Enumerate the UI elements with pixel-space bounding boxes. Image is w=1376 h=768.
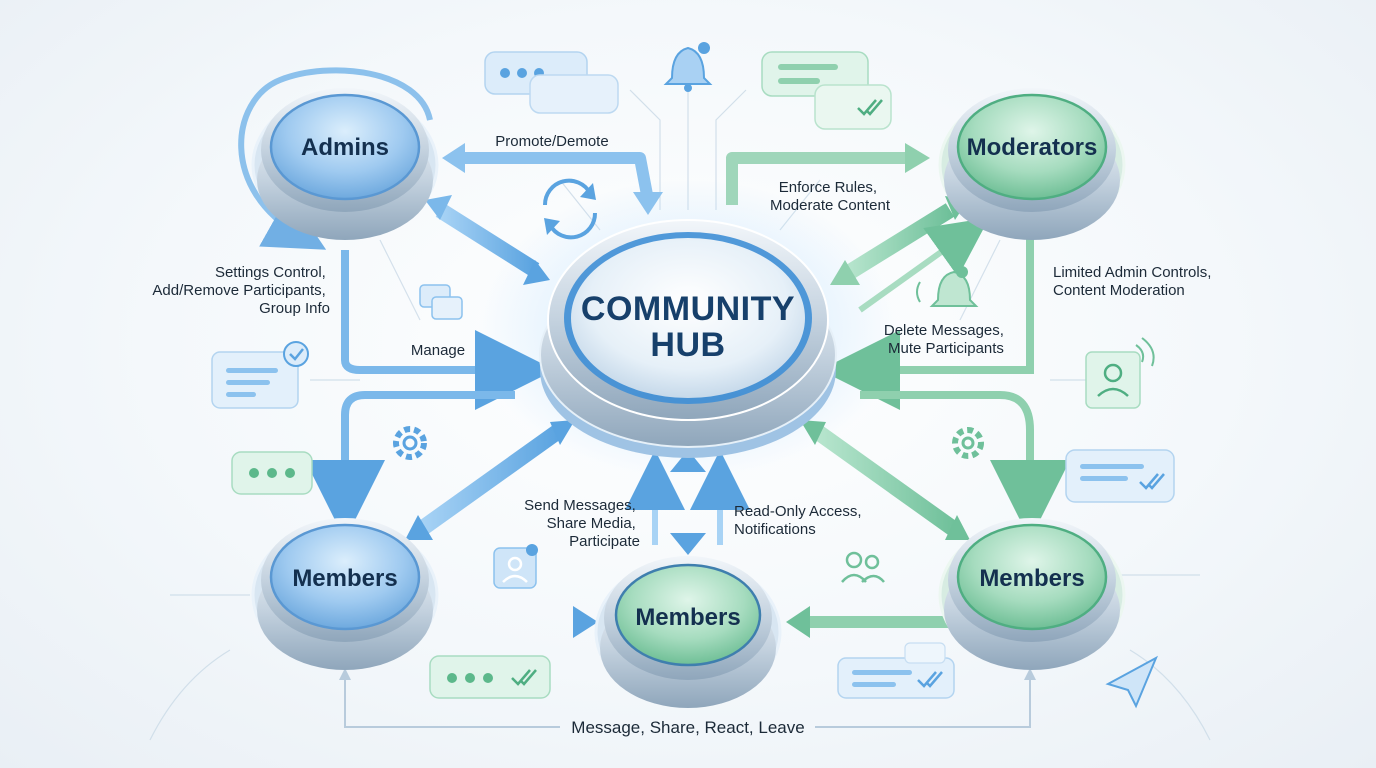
delete-messages-label: Delete Messages, Mute Participants	[884, 322, 1008, 357]
send-messages-label: Send Messages, Share Media, Participate	[524, 497, 640, 550]
chat-bubble-icon	[484, 51, 619, 114]
chat-bubble-icon	[419, 284, 463, 320]
admins-hub-head-b	[523, 260, 550, 285]
bottom-label: Message, Share, React, Leave	[571, 718, 804, 737]
hub-members-left-head-a	[405, 515, 433, 540]
members-right-label: Members	[979, 565, 1084, 592]
hub-label-line2: HUB	[650, 326, 725, 364]
limited-admin-label: Limited Admin Controls, Content Moderati…	[1053, 264, 1216, 299]
bottom-bracket-head-left	[339, 668, 351, 680]
settings-control-arrow	[341, 250, 555, 410]
hub-members-left-arrow	[415, 423, 565, 537]
user-card-icon	[1085, 337, 1155, 409]
bottom-bracket-head-right	[1024, 668, 1036, 680]
members-left-label: Members	[292, 565, 397, 592]
moderators-hub-arrow-2	[858, 217, 990, 313]
moderators-top-arrow	[726, 152, 905, 205]
chat-bubble-icon	[231, 451, 313, 495]
members-left-node: Members	[251, 518, 439, 670]
chat-bubble-icon	[837, 642, 955, 699]
moderators-node: Moderators	[938, 88, 1126, 240]
paper-plane-icon	[1105, 655, 1159, 709]
bell-icon	[916, 266, 979, 307]
promote-demote-head-left	[442, 143, 465, 173]
manage-label: Manage	[411, 342, 465, 359]
members-right-to-center-head	[786, 606, 810, 638]
chat-bubble-icon	[1065, 449, 1175, 503]
admins-hub-head-a	[425, 195, 452, 220]
bottom-bracket-line	[344, 675, 560, 728]
gear-icon	[952, 427, 984, 459]
hub-members-right-head-a	[800, 420, 826, 445]
moderators-label: Moderators	[967, 134, 1098, 161]
chat-bubble-icon	[761, 51, 892, 130]
community-hub-node: COMMUNITY HUB	[539, 219, 837, 458]
chat-bubble-icon	[429, 655, 551, 699]
admins-swoosh-arrow	[238, 67, 433, 250]
moderators-top-head	[905, 143, 930, 173]
gear-icon	[393, 426, 427, 460]
bottom-bracket-line-right	[815, 675, 1031, 728]
users-icon	[841, 551, 885, 583]
settings-control-label: Settings Control, Add/Remove Participant…	[152, 264, 330, 317]
enforce-rules-label: Enforce Rules, Moderate Content	[770, 179, 891, 214]
limited-admin-arrow	[820, 235, 1034, 410]
hub-members-center-head-b	[670, 533, 706, 555]
refresh-icon	[542, 178, 598, 240]
members-center-node: Members	[594, 556, 782, 708]
admins-node: Admins	[251, 88, 439, 240]
hub-label-line1: COMMUNITY	[581, 290, 795, 328]
chat-bubble-icon	[211, 341, 309, 409]
moderators-members-arrow	[860, 391, 1070, 540]
promote-demote-label: Promote/Demote	[495, 133, 608, 150]
moderators-hub-arrow	[840, 203, 955, 282]
members-left-to-center-head	[573, 606, 598, 638]
hub-members-right-arrow	[810, 423, 960, 537]
promote-demote-head-down	[633, 192, 663, 215]
hub-members-left-head-b	[550, 420, 575, 445]
members-right-node: Members	[938, 518, 1126, 670]
manage-arrow	[305, 391, 515, 540]
read-only-label: Read-Only Access, Notifications	[734, 503, 866, 538]
user-card-icon	[493, 544, 538, 589]
bell-icon	[663, 42, 713, 92]
hub-members-right-head-b	[945, 515, 970, 540]
admins-label: Admins	[301, 134, 389, 161]
members-center-label: Members	[635, 604, 740, 631]
admins-hub-arrow	[435, 203, 540, 277]
moderators-hub-head-a	[830, 260, 860, 285]
promote-demote-arrow	[452, 152, 654, 202]
